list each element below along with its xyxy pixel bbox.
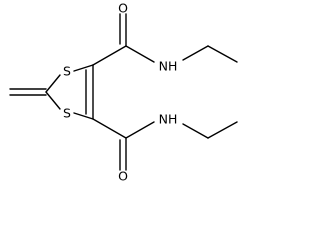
bond-n-ethyl-bottom <box>182 123 209 139</box>
atom-oxygen-bottom: O <box>118 169 128 184</box>
bond-c4-carbonyl-top <box>92 45 127 66</box>
methylene-group <box>9 88 47 96</box>
atom-amide-n-top: NH <box>159 59 178 74</box>
structure-diagram: S S O O NH NH <box>9 1 238 184</box>
bond-carbonyl-n-top <box>125 45 155 63</box>
bond-s-bottom-c5 <box>73 112 94 120</box>
bond-exocarbon-s-bottom <box>45 91 61 110</box>
bond-ethyl-top <box>207 45 238 63</box>
amide-group-top <box>92 13 238 66</box>
bond-ethyl-bottom <box>207 121 238 139</box>
bond-exocarbon-s-top <box>45 74 61 93</box>
bond-s-top-c4 <box>73 64 94 72</box>
dithiole-ring <box>45 64 94 120</box>
atom-oxygen-top: O <box>118 1 128 16</box>
amide-group-bottom <box>92 118 238 171</box>
bond-carbonyl-n-bottom <box>125 121 155 139</box>
atom-amide-n-bottom: NH <box>159 112 178 127</box>
bond-c5-carbonyl-bottom <box>92 118 127 139</box>
atom-sulfur-top: S <box>63 64 71 79</box>
bond-n-ethyl-top <box>182 45 209 61</box>
atom-sulfur-bottom: S <box>63 106 71 121</box>
